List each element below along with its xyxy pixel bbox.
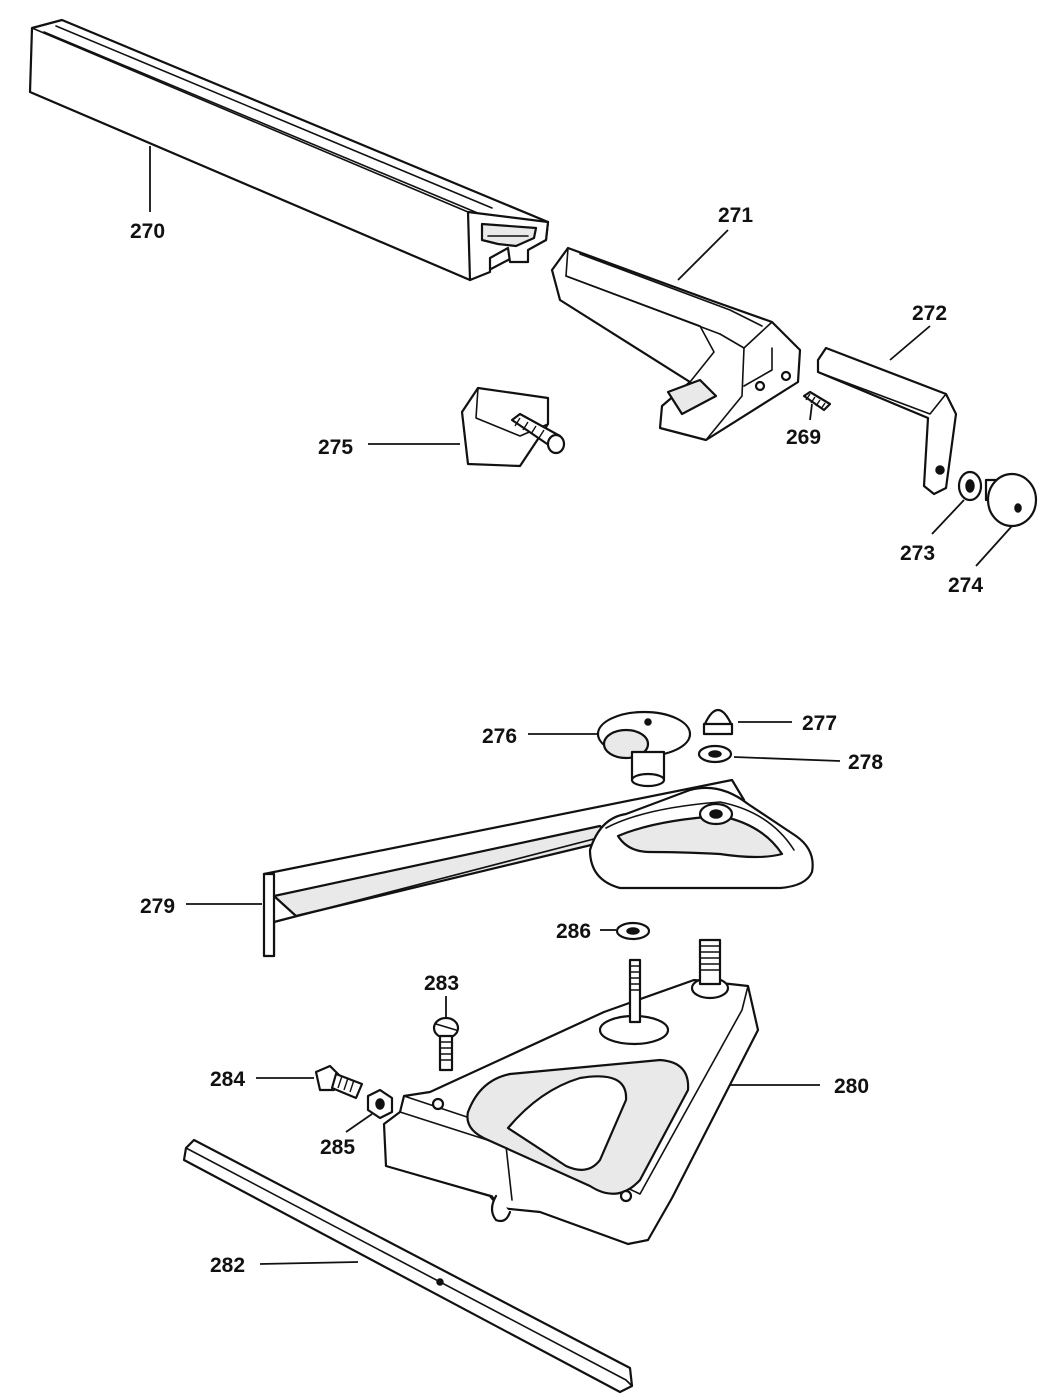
callout-284: 284 (210, 1068, 245, 1091)
part-276-miter-knob (596, 710, 692, 788)
leader-271 (677, 229, 729, 281)
callout-labels: 270 271 272 269 275 273 274 276 277 278 … (130, 204, 983, 1277)
callout-270: 270 (130, 220, 165, 243)
callout-286: 286 (556, 920, 591, 943)
part-284-bolt (314, 1064, 364, 1100)
callout-271: 271 (718, 204, 753, 227)
part-272-lock-lever (816, 346, 958, 496)
leader-282 (259, 1261, 359, 1265)
callout-280: 280 (834, 1075, 869, 1098)
part-273-washer (957, 470, 983, 502)
leader-272 (889, 325, 931, 361)
part-275-clamp-plate (460, 386, 566, 468)
callout-275: 275 (318, 436, 353, 459)
part-270-fence-rail (28, 18, 550, 282)
callout-276: 276 (482, 725, 517, 748)
part-277-acorn-nut (702, 708, 734, 736)
leader-269 (809, 403, 813, 421)
callout-272: 272 (912, 302, 947, 325)
part-278-washer (697, 744, 733, 764)
leader-274 (975, 525, 1013, 567)
callout-285: 285 (320, 1136, 355, 1159)
leader-278 (733, 756, 841, 762)
part-269-set-screw (802, 390, 832, 412)
callout-279: 279 (140, 895, 175, 918)
callout-277: 277 (802, 712, 837, 735)
leader-285 (345, 1113, 373, 1133)
part-283-screw (432, 1016, 460, 1072)
part-274-knob (984, 472, 1038, 528)
part-286-washer (615, 921, 651, 941)
callout-269: 269 (786, 426, 821, 449)
leader-lines (149, 146, 1013, 1265)
part-282-miter-bar (182, 1138, 634, 1394)
leader-273 (931, 499, 965, 535)
part-279-miter-fence (262, 778, 814, 958)
callout-282: 282 (210, 1254, 245, 1277)
callout-273: 273 (900, 542, 935, 565)
callout-278: 278 (848, 751, 883, 774)
part-271-fence-head (550, 246, 802, 442)
part-280-miter-body (382, 938, 760, 1246)
callout-283: 283 (424, 972, 459, 995)
callout-274: 274 (948, 574, 983, 597)
part-285-nut (366, 1088, 394, 1120)
